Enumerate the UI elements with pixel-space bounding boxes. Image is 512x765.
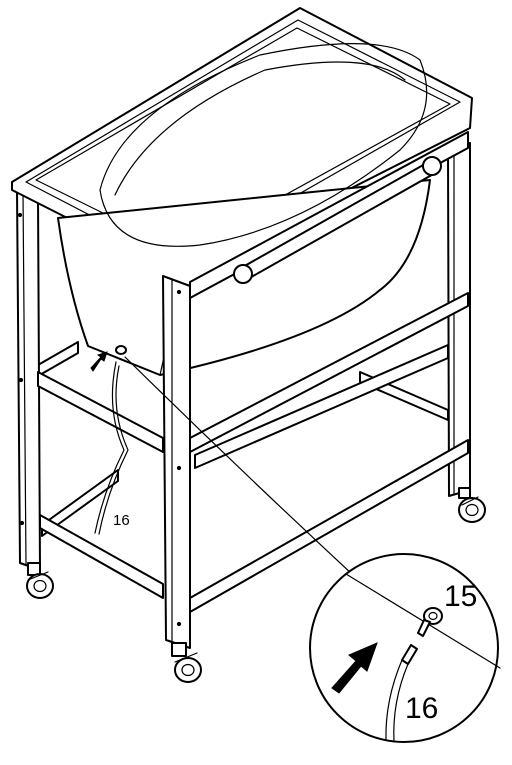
left-side-rails: [37, 341, 119, 537]
callout-16-large: 16: [405, 692, 438, 725]
back-lower-rails: [194, 344, 449, 469]
front-left-leg: [16, 189, 41, 571]
caster-back-right: [458, 487, 486, 523]
caster-front-right: [171, 642, 202, 683]
front-mid-rails: [37, 292, 469, 613]
leader-line: [124, 356, 381, 601]
front-top-rail: [189, 131, 469, 299]
front-right-leg: [162, 275, 191, 649]
drain-hose-small: [94, 345, 129, 535]
arrow-small-icon: [90, 351, 108, 372]
detail-callout: [309, 553, 501, 743]
arrow-large-icon: [331, 642, 378, 694]
callout-15: 15: [444, 580, 477, 613]
caster-front-left: [26, 562, 54, 599]
callout-16-small: 16: [113, 512, 130, 529]
